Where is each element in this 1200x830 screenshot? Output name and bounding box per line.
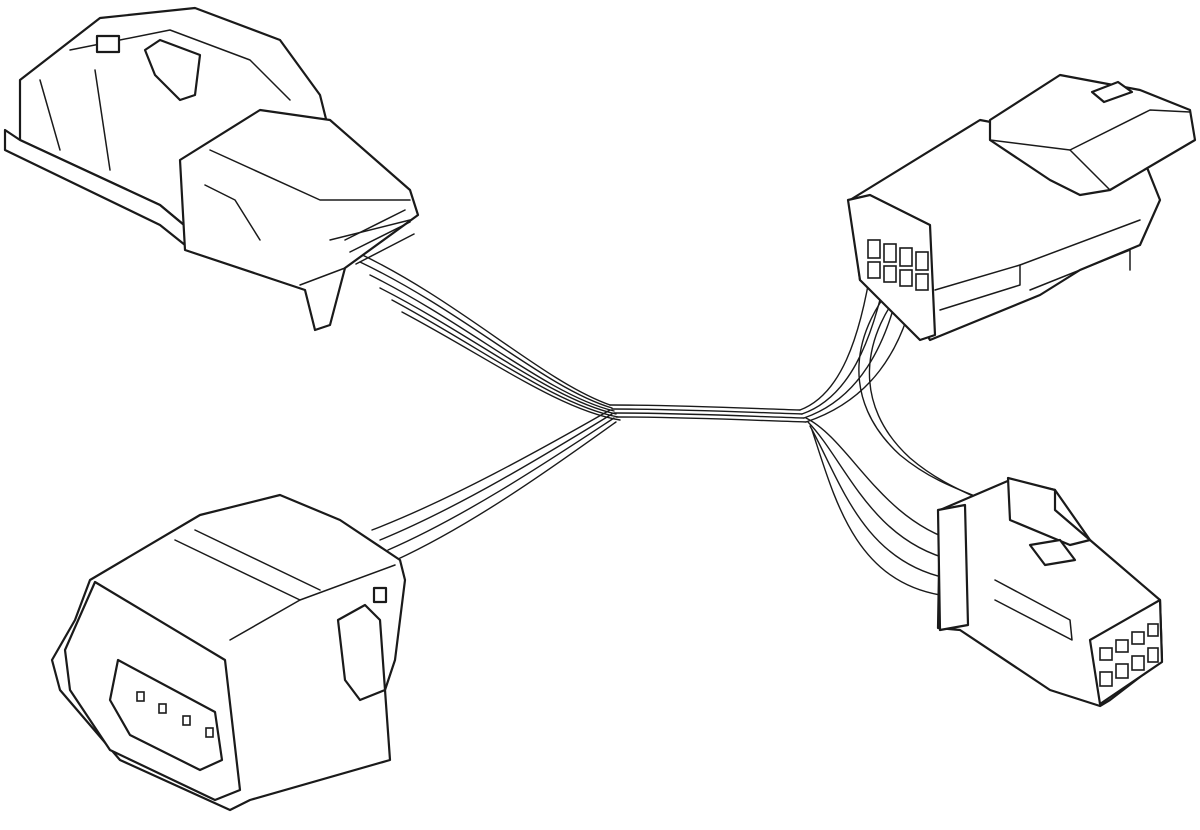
connector-top-right-cavity-2: [883, 243, 897, 263]
connector-bottom-right-latch: [1028, 538, 1077, 567]
connector-bottom-left-band-3: [229, 599, 301, 641]
connector-bottom-right-boss: [936, 503, 970, 632]
wire-top-left-5: [391, 299, 619, 418]
connector-bottom-left-pin-3: [182, 715, 191, 726]
connector-top-left: [3, 6, 420, 332]
connector-bottom-left-opening: [108, 658, 224, 772]
connector-top-left-latch: [143, 38, 202, 102]
wire-top-left-2: [359, 261, 613, 409]
connector-bottom-right-cavity-5: [1099, 671, 1113, 687]
connector-top-right-rail-2: [1019, 219, 1141, 266]
connector-top-right-cavity-1: [867, 239, 881, 259]
connector-top-left-wire-exit: [344, 209, 415, 265]
connector-top-right-cavity-4: [915, 251, 929, 271]
connector-bottom-right-cavity-1: [1099, 647, 1113, 661]
connector-bottom-left-pin-1: [136, 691, 145, 702]
connector-top-right-rail-3: [1029, 249, 1131, 291]
connector-bottom-left: [50, 493, 407, 812]
connector-bottom-right-cavity-3: [1131, 631, 1145, 645]
wire-top-left-3: [369, 274, 615, 412]
connector-top-left-tab: [95, 34, 121, 54]
wire-bottom-left-1: [371, 409, 611, 531]
wire-trunk-1: [609, 404, 801, 411]
wire-top-left-1: [351, 249, 611, 406]
wire-trunk-3: [613, 412, 805, 419]
connector-top-right-top-block: [988, 73, 1197, 197]
wire-bottom-right-1: [805, 417, 959, 543]
wire-top-right-1: [799, 261, 873, 411]
wire-bottom-left-4: [395, 421, 617, 561]
connector-bottom-right-cavity-6: [1115, 663, 1129, 679]
wire-trunk-4: [615, 416, 807, 423]
connector-top-right-cavity-7: [899, 269, 913, 287]
wire-bottom-right-4: [811, 429, 941, 596]
connector-bottom-left-latch: [336, 603, 387, 702]
connector-top-right: [846, 73, 1197, 342]
wire-bottom-right-2: [807, 421, 953, 561]
wire-bottom-left-2: [379, 413, 613, 541]
connector-top-right-top-edge-2: [1069, 109, 1191, 151]
connector-bottom-right-cavity-7: [1131, 655, 1145, 671]
wire-top-left-6: [401, 311, 621, 421]
connector-bottom-right-cavity-2: [1115, 639, 1129, 653]
connector-top-right-cavity-5: [867, 261, 881, 279]
connector-bottom-right-cavity-4: [1147, 623, 1159, 637]
connector-bottom-right-cavity-8: [1147, 647, 1159, 663]
connector-top-left-rear: [178, 108, 420, 332]
connector-top-left-ridge-3: [94, 69, 111, 171]
connector-top-left-rear-detail-3: [329, 219, 411, 241]
wire-loop-2: [868, 279, 991, 505]
connector-bottom-left-band-2: [194, 529, 321, 591]
connector-top-left-ridge-2: [39, 79, 61, 151]
connector-bottom-left-pin-4: [205, 727, 214, 738]
connector-bottom-right-latch-frame: [1006, 476, 1092, 547]
wire-trunk-2: [611, 408, 803, 415]
wire-bottom-right-3: [809, 425, 947, 579]
connector-top-right-cavity-3: [899, 247, 913, 267]
connector-top-right-cavity-8: [915, 273, 929, 291]
connector-bottom-right-rib: [994, 579, 1073, 641]
wire-bottom-left-3: [387, 417, 615, 551]
wire-top-left-4: [379, 287, 617, 415]
connector-bottom-right: [936, 476, 1164, 708]
connector-top-right-window: [1090, 80, 1134, 104]
connector-top-left-rear-detail-1: [209, 149, 411, 201]
connector-top-right-rail: [934, 264, 1021, 311]
connector-top-right-cavity-6: [883, 265, 897, 283]
connector-bottom-left-pin-2: [158, 703, 167, 714]
connector-top-left-rear-detail-4: [299, 267, 346, 286]
connector-bottom-left-tab: [372, 586, 388, 604]
connector-top-left-rear-detail-2: [204, 184, 261, 241]
